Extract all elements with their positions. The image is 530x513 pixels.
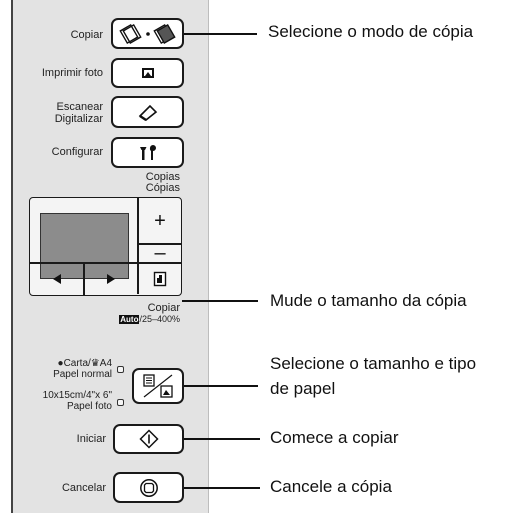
scan-icon (138, 104, 157, 121)
paper-type-button[interactable] (132, 368, 184, 404)
start-diamond-icon (138, 429, 159, 449)
copies-label-2: Cópias (145, 182, 180, 194)
setup-button[interactable] (111, 137, 184, 168)
cancel-callout-line (184, 487, 260, 489)
photo-print-icon (141, 68, 154, 78)
print-photo-button[interactable] (111, 58, 184, 88)
copy-mode-callout-line (184, 33, 257, 35)
stop-icon (139, 478, 158, 497)
paper2-label-2: Papel foto (66, 401, 112, 412)
right-arrow-button[interactable] (84, 263, 137, 294)
right-arrow-icon (106, 273, 115, 284)
paper-type-icon (143, 374, 173, 398)
left-arrow-button[interactable] (30, 263, 83, 294)
start-callout: Comece a copiar (270, 428, 399, 447)
copy-mode-button[interactable] (111, 18, 184, 49)
auto-badge: Auto (119, 315, 140, 325)
paper-callout-line1: Selecione o tamanho e tipo (270, 354, 477, 373)
paper2-led (117, 399, 124, 406)
copies-label-1: Copias (145, 171, 180, 183)
cancel-label: Cancelar (61, 482, 106, 494)
cluster-divider-arrows (83, 262, 85, 295)
lcd-screen (40, 213, 129, 279)
display-cluster: + – (29, 197, 182, 296)
paper1-led (117, 366, 124, 373)
paper1-label-1: ●Carta/♛A4 (57, 358, 112, 369)
color-bw-copy-icon (118, 23, 176, 44)
copy-size-callout: Mude o tamanho da cópia (270, 291, 467, 310)
copy-label: Copiar (70, 29, 103, 41)
cluster-divider-plus-minus (137, 243, 182, 245)
left-arrow-icon (52, 273, 61, 284)
copy-size-range: /25–400% (139, 314, 180, 324)
cancel-button[interactable] (113, 472, 184, 503)
scan-label-1: Escanear (56, 101, 103, 113)
start-button[interactable] (113, 424, 184, 454)
cluster-divider-h (30, 262, 182, 264)
cluster-divider-v (137, 198, 139, 294)
start-label: Iniciar (76, 433, 106, 445)
tools-icon (139, 144, 156, 160)
panel-edge (11, 0, 13, 513)
copy-size-label: Copiar (147, 302, 180, 314)
minus-button[interactable]: – (154, 241, 166, 264)
paper-callout-line (184, 385, 258, 387)
copy-size-range-row: Auto/25–400% (100, 313, 180, 325)
paper2-label-1: 10x15cm/4"x 6" (42, 390, 112, 401)
scan-label-2: Digitalizar (54, 113, 103, 125)
copy-size-icon (153, 271, 167, 286)
copy-mode-callout: Selecione o modo de cópia (268, 22, 474, 41)
cancel-callout: Cancele a cópia (270, 477, 392, 496)
copy-size-callout-line (182, 300, 258, 302)
plus-button[interactable]: + (154, 209, 166, 232)
paper1-label-2: Papel normal (53, 369, 112, 380)
start-callout-line (184, 438, 260, 440)
print-photo-label: Imprimir foto (41, 67, 103, 79)
scan-button[interactable] (111, 96, 184, 128)
paper-callout-line2: de papel (270, 379, 336, 398)
setup-label: Configurar (51, 146, 103, 158)
copy-size-button[interactable] (138, 263, 182, 294)
